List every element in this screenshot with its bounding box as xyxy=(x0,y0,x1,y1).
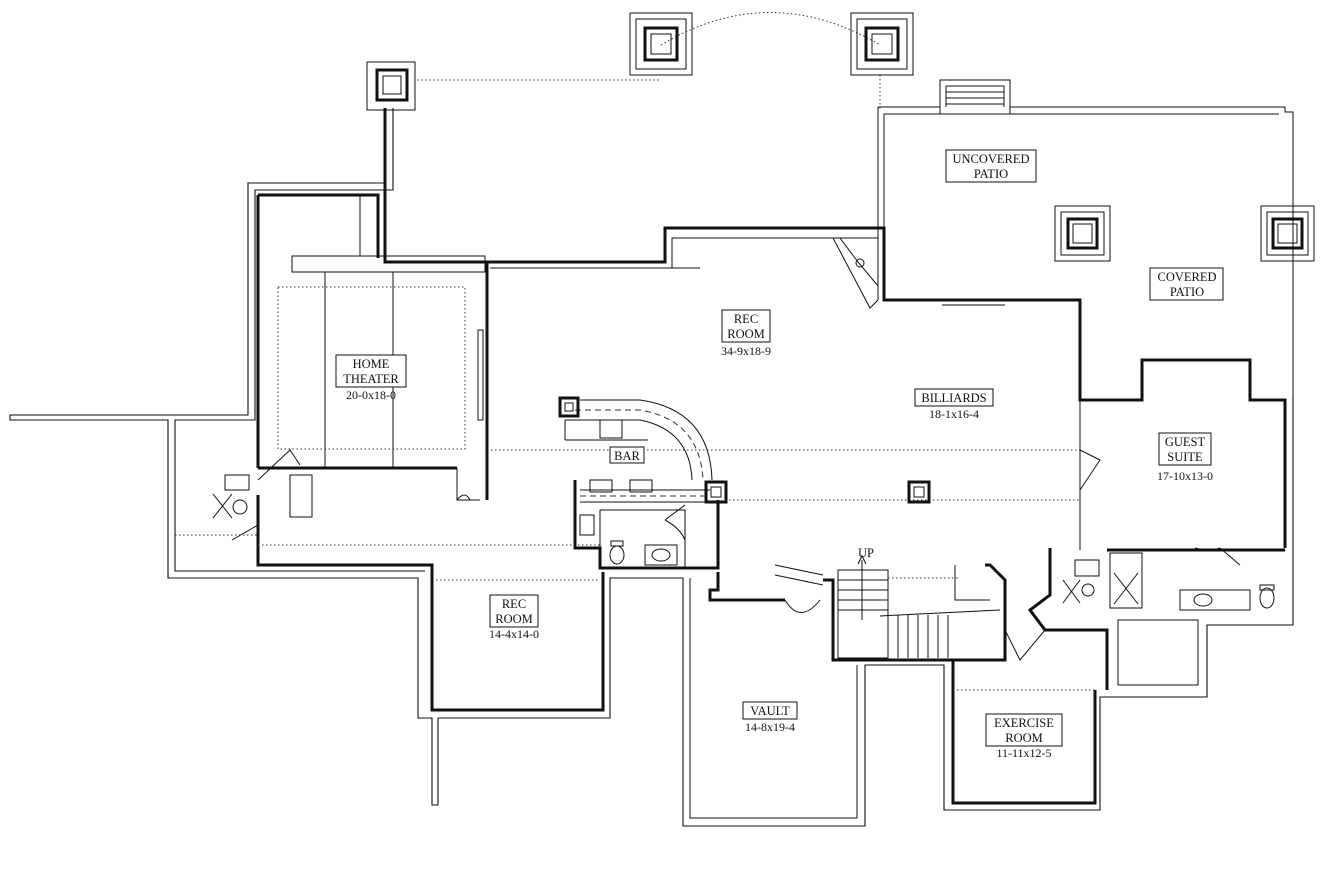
column-pier-top-right xyxy=(850,12,914,76)
stairwell[interactable] xyxy=(823,554,1007,662)
svg-text:BILLIARDS: BILLIARDS xyxy=(921,391,986,405)
svg-text:THEATER: THEATER xyxy=(343,372,399,386)
svg-text:11-11x12-5: 11-11x12-5 xyxy=(996,746,1051,760)
theater-screen xyxy=(277,195,486,468)
svg-text:VAULT: VAULT xyxy=(750,704,790,718)
svg-text:REC: REC xyxy=(734,312,758,326)
label-guest-suite: GUEST SUITE 17-10x13-0 xyxy=(1157,432,1213,483)
svg-text:ROOM: ROOM xyxy=(495,612,533,626)
label-rec-room-main: REC ROOM 34-9x18-9 xyxy=(721,309,771,358)
svg-text:BAR: BAR xyxy=(614,449,640,463)
column-pier-top-left xyxy=(629,12,693,76)
exercise-room-walls xyxy=(951,629,1097,805)
label-exercise-room: EXERCISE ROOM 11-11x12-5 xyxy=(985,713,1063,760)
column-pier-patio-right xyxy=(1260,205,1315,262)
rec-room-walls xyxy=(487,226,1287,550)
bar-counter xyxy=(558,396,728,504)
svg-text:14-4x14-0: 14-4x14-0 xyxy=(489,627,539,641)
svg-text:COVERED: COVERED xyxy=(1157,270,1216,284)
svg-text:ROOM: ROOM xyxy=(1005,731,1043,745)
svg-text:GUEST: GUEST xyxy=(1165,435,1206,449)
patio-outline xyxy=(877,79,1294,395)
label-uncovered-patio: UNCOVERED PATIO xyxy=(945,149,1037,183)
patio-steps xyxy=(945,85,1005,107)
svg-text:20-0x18-0: 20-0x18-0 xyxy=(346,388,396,402)
svg-text:REC: REC xyxy=(502,597,526,611)
sliding-door xyxy=(940,300,1010,306)
beam-lines xyxy=(487,449,1101,504)
column-pier-small xyxy=(366,61,416,111)
label-rec-room-small: REC ROOM 14-4x14-0 xyxy=(489,594,539,641)
svg-text:14-8x19-4: 14-8x19-4 xyxy=(745,720,795,734)
label-billiards: BILLIARDS 18-1x16-4 xyxy=(914,388,994,421)
bar-back-wall xyxy=(573,479,720,570)
svg-text:34-9x18-9: 34-9x18-9 xyxy=(721,344,771,358)
column-pier-patio-left xyxy=(1054,205,1111,262)
svg-text:17-10x13-0: 17-10x13-0 xyxy=(1157,469,1213,483)
svg-text:18-1x16-4: 18-1x16-4 xyxy=(929,407,979,421)
svg-text:UNCOVERED: UNCOVERED xyxy=(952,152,1029,166)
fireplace xyxy=(832,237,879,309)
svg-text:UP: UP xyxy=(858,546,874,560)
label-bar: BAR xyxy=(609,446,645,464)
svg-text:SUITE: SUITE xyxy=(1167,450,1203,464)
bar-powder-room xyxy=(579,504,686,569)
svg-text:ROOM: ROOM xyxy=(727,327,765,341)
svg-text:PATIO: PATIO xyxy=(974,167,1008,181)
guest-bath xyxy=(1027,547,1285,690)
label-home-theater: HOME THEATER 20-0x18-0 xyxy=(335,354,407,402)
label-vault: VAULT 14-8x19-4 xyxy=(742,701,798,734)
svg-text:PATIO: PATIO xyxy=(1170,285,1204,299)
label-covered-patio: COVERED PATIO xyxy=(1149,267,1224,301)
label-stairs-up: UP xyxy=(858,546,874,560)
left-foundation-wall xyxy=(9,108,1294,827)
vault-walls xyxy=(689,564,858,819)
svg-text:EXERCISE: EXERCISE xyxy=(994,716,1054,730)
small-rec-room-walls xyxy=(430,572,605,712)
arch-guide xyxy=(660,12,881,46)
svg-text:HOME: HOME xyxy=(353,357,390,371)
left-hall xyxy=(175,449,600,581)
